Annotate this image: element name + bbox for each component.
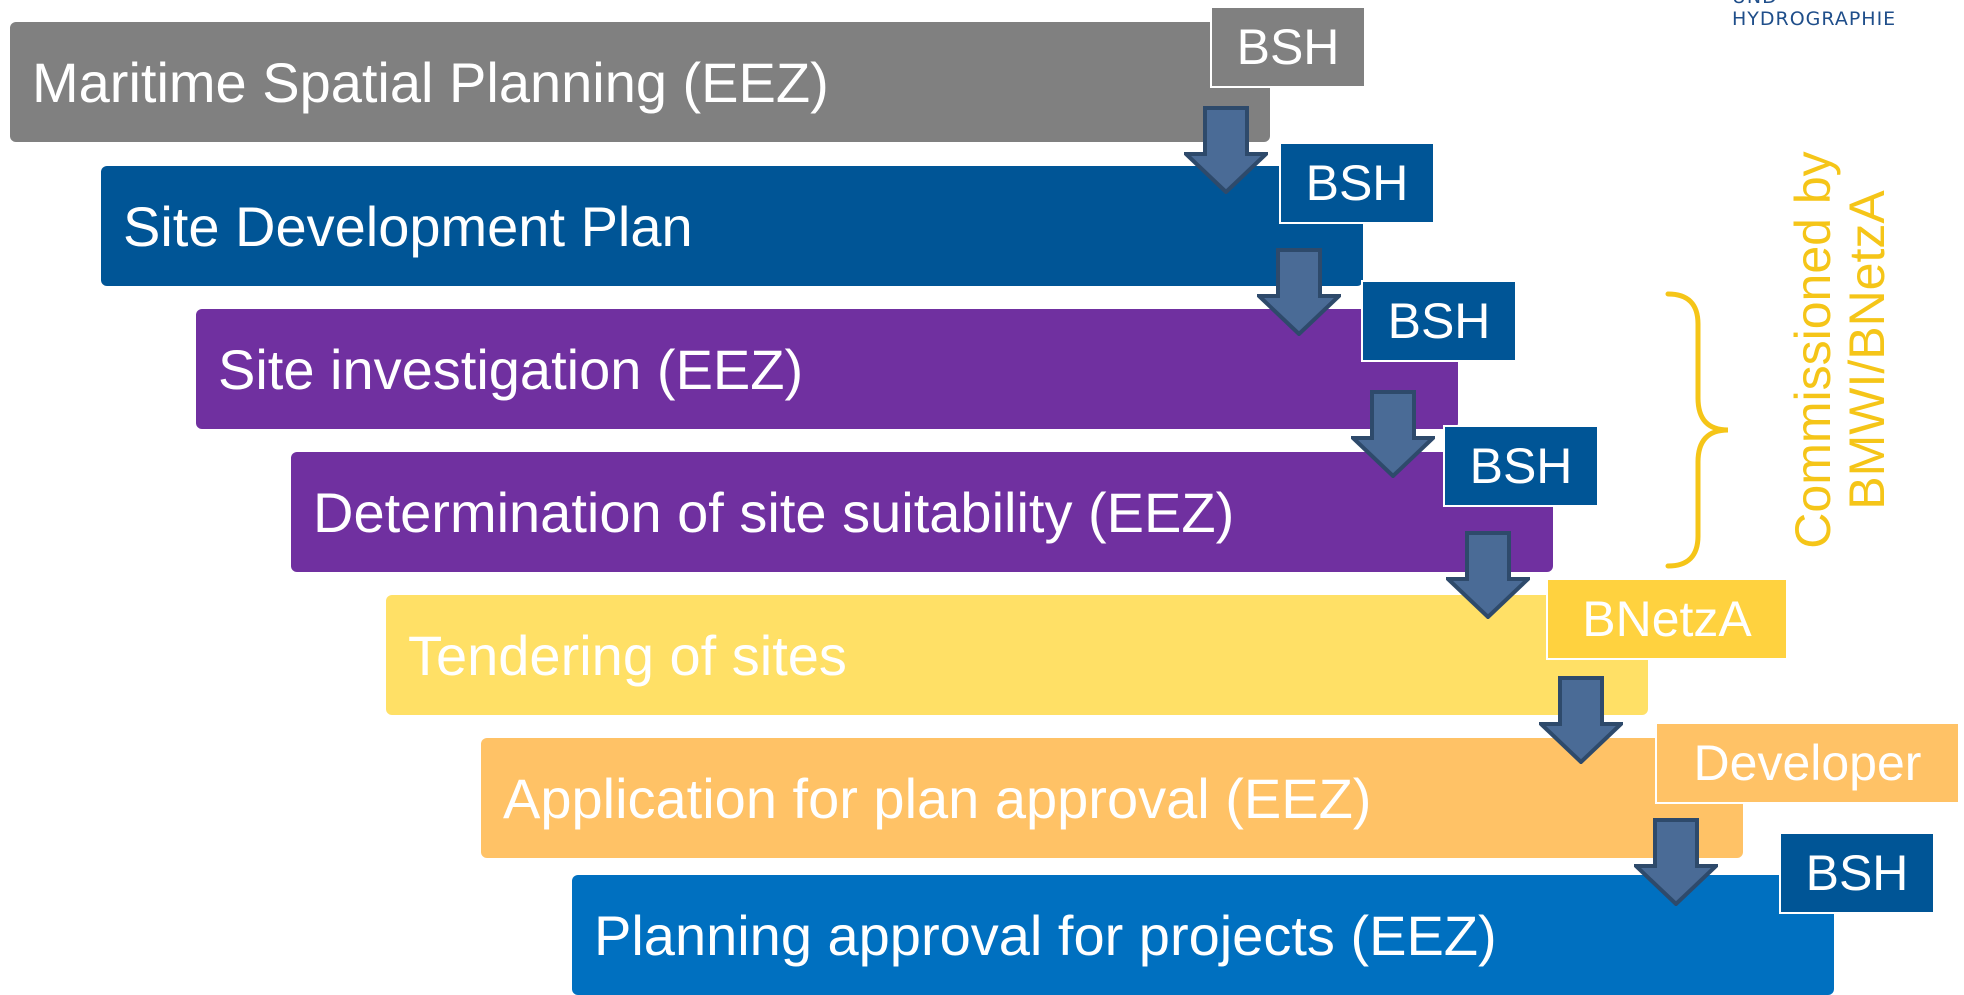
step-maritime-spatial-planning: Maritime Spatial Planning (EEZ) [10,22,1270,142]
step-label: Site investigation (EEZ) [218,337,804,401]
logo-line-1: UND [1732,0,1896,8]
step-planning-approval: Planning approval for projects (EEZ) [572,875,1834,995]
owner-badge-bsh: BSH [1279,142,1435,224]
owner-badge-bnetza: BNetzA [1546,578,1788,660]
owner-badge-developer: Developer [1655,722,1960,804]
owner-badge-bsh: BSH [1779,832,1935,914]
owner-badge-bsh: BSH [1361,280,1517,362]
owner-badge-bsh: BSH [1210,6,1366,88]
step-site-investigation: Site investigation (EEZ) [196,309,1458,429]
logo-line-2: HYDROGRAPHIE [1732,8,1897,30]
step-label: Planning approval for projects (EEZ) [594,903,1497,967]
step-label: Maritime Spatial Planning (EEZ) [32,50,829,114]
bsh-logo-text: UND HYDROGRAPHIE [1732,0,1896,30]
step-label: Determination of site suitability (EEZ) [313,480,1235,544]
grouping-brace [1665,291,1729,569]
owner-badge-bsh: BSH [1443,425,1599,507]
down-arrow-icon [1184,106,1268,194]
step-site-development-plan: Site Development Plan [101,166,1363,286]
step-label: Application for plan approval (EEZ) [503,766,1372,830]
commissioned-by-label: Commissioned by BMWI/BNetzA [1780,150,1900,550]
down-arrow-icon [1351,390,1435,478]
down-arrow-icon [1257,248,1341,336]
step-site-suitability: Determination of site suitability (EEZ) [291,452,1553,572]
step-label: Tendering of sites [408,623,847,687]
down-arrow-icon [1539,676,1623,764]
side-note-line-1: Commissioned by [1785,151,1841,549]
step-plan-approval-application: Application for plan approval (EEZ) [481,738,1743,858]
side-note-line-2: BMWI/BNetzA [1839,190,1895,510]
step-label: Site Development Plan [123,194,693,258]
step-tendering: Tendering of sites [386,595,1648,715]
down-arrow-icon [1634,818,1718,906]
down-arrow-icon [1446,531,1530,619]
